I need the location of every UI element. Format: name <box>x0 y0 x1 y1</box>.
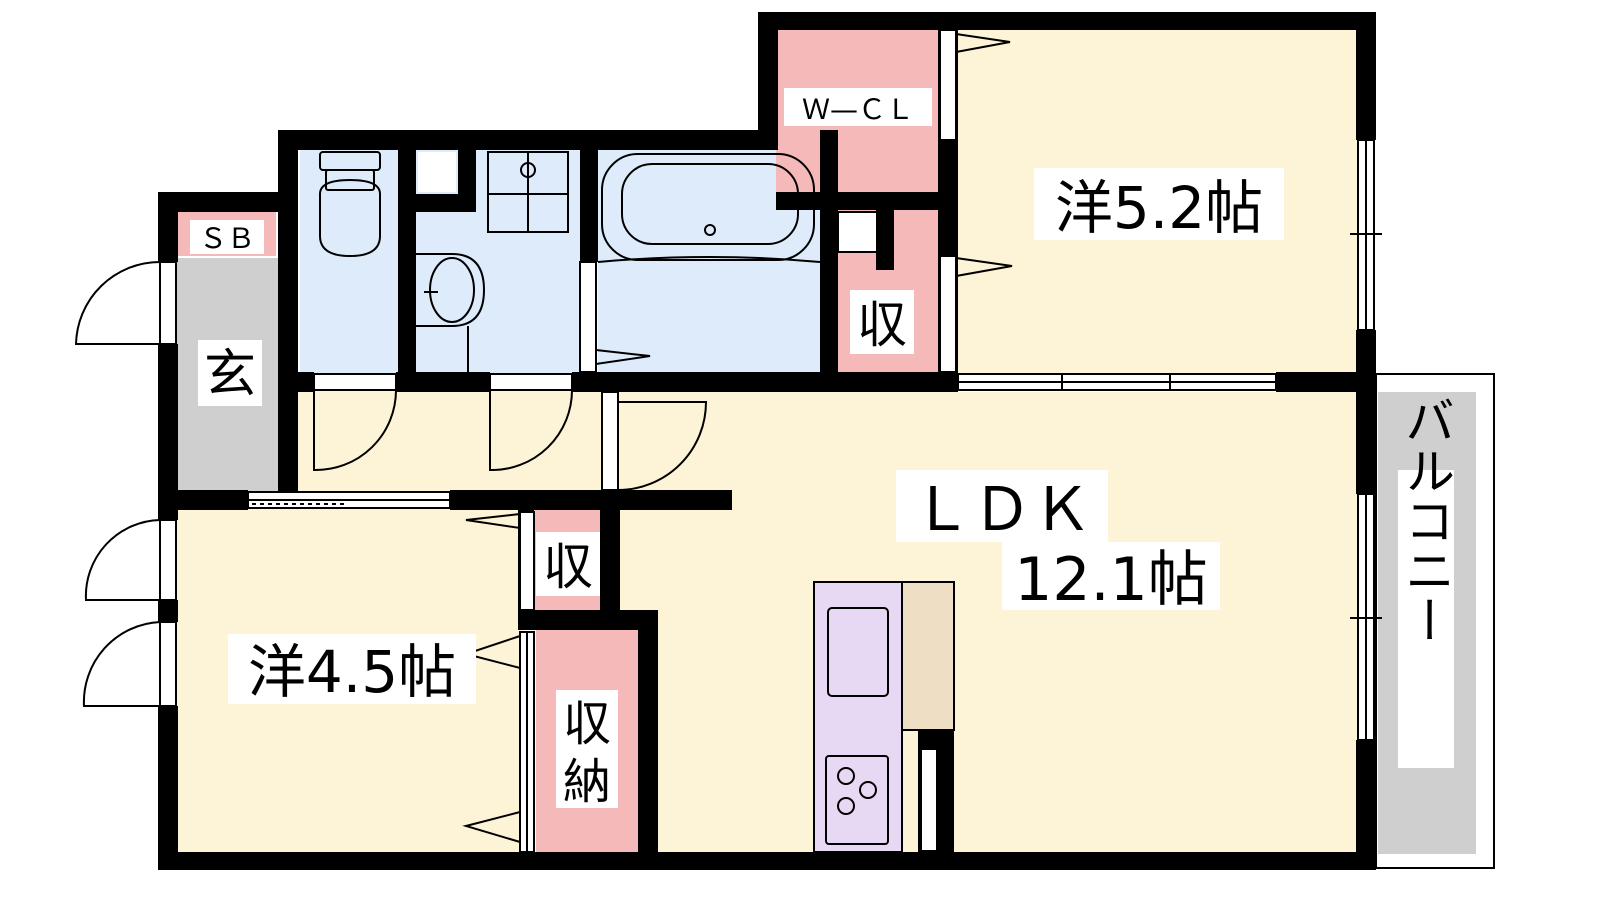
bathtub-icon <box>597 153 821 263</box>
svg-text:収: 収 <box>563 696 611 752</box>
label-shoe-box: ＳＢ <box>190 220 264 255</box>
kitchen-stub-gap <box>922 750 936 850</box>
svg-text:ＬＤＫ: ＬＤＫ <box>912 475 1092 545</box>
label-storage-mid: 収 <box>536 532 600 596</box>
label-storage-top: 収 <box>850 290 914 354</box>
washing-machine-pan-icon <box>487 151 569 233</box>
svg-text:玄: 玄 <box>204 345 256 405</box>
label-entrance: 玄 <box>198 340 262 406</box>
toilet-floor <box>300 148 398 374</box>
svg-text:洋4.5帖: 洋4.5帖 <box>248 638 456 706</box>
wash-basin-icon <box>416 253 486 372</box>
label-walk-in-closet: Ｗ—ＣＬ <box>784 88 932 126</box>
kitchen-sink-icon <box>827 607 889 697</box>
hallway-floor <box>290 382 620 502</box>
ldk-floor <box>620 392 1362 860</box>
svg-text:バルコニー: バルコニー <box>1397 395 1455 645</box>
svg-text:納: 納 <box>563 754 611 810</box>
kitchen-side-counter <box>901 581 955 731</box>
room-labels: 洋5.2帖 Ｗ—ＣＬ 収 ＳＢ 玄 ＬＤＫ 12.1帖 収 <box>190 88 1455 810</box>
svg-text:収: 収 <box>543 538 593 596</box>
svg-text:洋5.2帖: 洋5.2帖 <box>1055 174 1263 242</box>
shaft-square-b <box>837 211 879 253</box>
shaft-square-a <box>418 152 456 192</box>
doors <box>74 29 1013 853</box>
svg-text:ＳＢ: ＳＢ <box>199 222 255 255</box>
toilet-icon <box>319 151 381 258</box>
stove-icon <box>825 755 889 845</box>
label-balcony: バルコニー <box>1397 395 1455 768</box>
label-western-room-a: 洋5.2帖 <box>1034 168 1284 242</box>
svg-text:12.1帖: 12.1帖 <box>1014 545 1208 615</box>
fixtures <box>319 151 889 845</box>
label-storage-large: 収 納 <box>556 690 618 810</box>
svg-text:収: 収 <box>857 296 907 354</box>
walls <box>158 12 1376 870</box>
label-western-room-b: 洋4.5帖 <box>228 634 476 706</box>
windows <box>247 139 1382 741</box>
svg-text:Ｗ—ＣＬ: Ｗ—ＣＬ <box>802 93 914 126</box>
label-ldk: ＬＤＫ 12.1帖 <box>896 470 1220 615</box>
